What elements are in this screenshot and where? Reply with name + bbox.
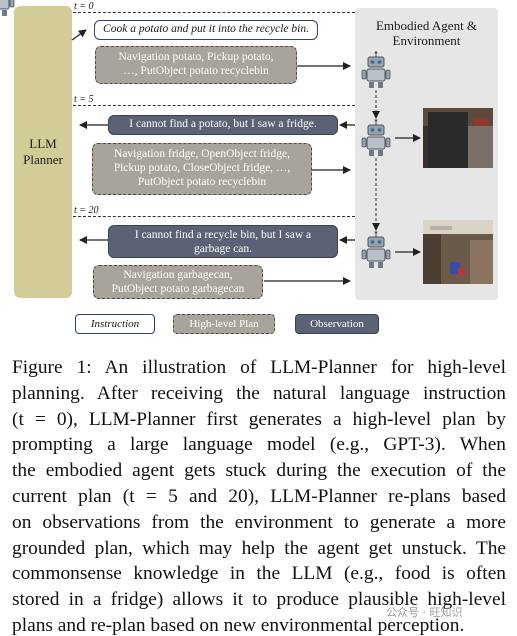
garbagecan-scene-image: [423, 220, 493, 284]
time-label-t5: t = 5: [74, 94, 94, 105]
caption-line: commonsense knowledge in the LLM (e.g., …: [12, 563, 506, 585]
robot-icon-t0: [361, 50, 391, 89]
caption-line: stored in a fridge) allows it to produce…: [12, 589, 506, 611]
fridge-scene-image: [423, 108, 493, 168]
robot-icon-t5: [361, 118, 391, 157]
caption-line: current plan (t = 5 and 20), LLM-Planner…: [12, 485, 506, 507]
robot-icon-t20: [361, 230, 391, 269]
plan-bubble-3: Navigation garbagecan, PutObject potato …: [93, 265, 263, 299]
environment-title: Embodied Agent & Environment: [375, 18, 478, 48]
robot-icon: [0, 0, 15, 16]
figure-arrows: [0, 0, 493, 285]
instruction-arrow: [71, 29, 87, 41]
observation-bubble-1: I cannot find a potato, but I saw a frid…: [108, 115, 338, 135]
caption-line: the embodied agent gets stuck during the…: [12, 460, 506, 482]
legend-instruction: Instruction: [75, 314, 155, 334]
figure-caption: Figure 1: An illustration of LLM-Planner…: [12, 355, 506, 636]
timeline-t0: [73, 12, 355, 13]
observation-bubble-2: I cannot find a recycle bin, but I saw a…: [108, 225, 338, 258]
plan-bubble-2: Navigation fridge, OpenObject fridge, Pi…: [92, 143, 312, 195]
caption-line: (t = 0), LLM-Planner first generates a h…: [12, 408, 506, 430]
caption-line: Figure 1: An illustration of LLM-Planner…: [12, 357, 506, 378]
instruction-bubble: Cook a potato and put it into the recycl…: [94, 20, 318, 40]
figure-1: LLM Planner Embodied Agent & Environment…: [0, 0, 498, 334]
caption-line: grounded plan, which may help the agent …: [12, 537, 506, 559]
caption-line: on observations from the environment to …: [12, 511, 506, 533]
llm-planner-label: LLM Planner: [23, 136, 63, 167]
caption-line: planning. After receiving the natural la…: [12, 382, 506, 404]
caption-line: prompting a large language model (e.g., …: [12, 434, 506, 456]
plan-bubble-1: Navigation potato, Pickup potato, …, Put…: [95, 46, 297, 84]
watermark: 公众号 · 旺知识: [386, 606, 463, 619]
legend-observation: Observation: [295, 314, 379, 334]
time-label-t0: t = 0: [74, 1, 94, 12]
time-label-t20: t = 20: [74, 205, 99, 216]
timeline-t20: [73, 216, 355, 217]
timeline-t5: [73, 105, 355, 106]
caption-line: plans and re-plan based on new environme…: [12, 614, 465, 636]
llm-planner-box: LLM Planner: [14, 6, 72, 298]
legend-high-level-plan: High-level Plan: [173, 314, 275, 334]
